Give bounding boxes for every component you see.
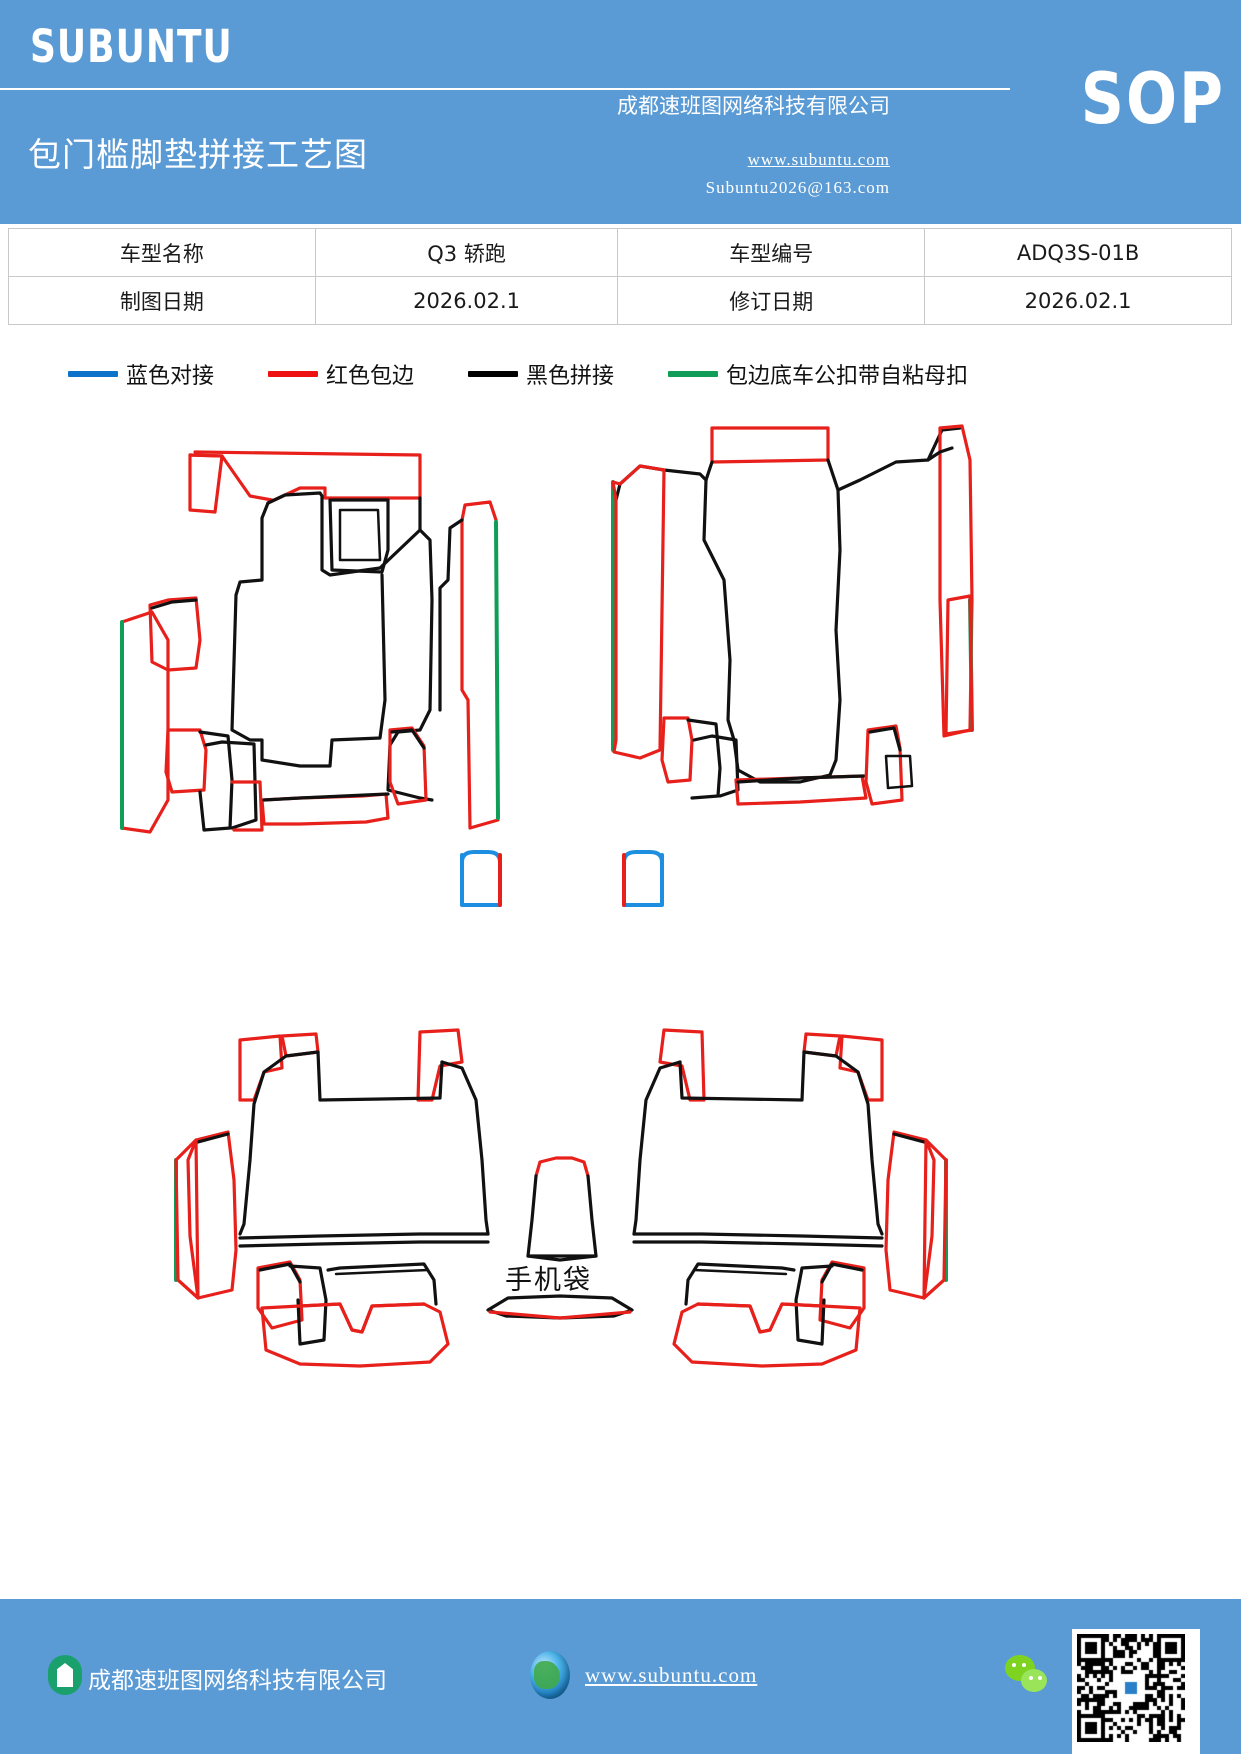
front-right-mat-group <box>611 424 974 806</box>
technical-drawing-area: 手机袋 <box>0 400 1241 1600</box>
cell-draw-date-value: 2026.02.1 <box>314 276 619 325</box>
legend-item-green: 包边底车公扣带自粘母扣 <box>668 358 968 390</box>
legend-label-blue: 蓝色对接 <box>126 364 215 389</box>
brand-logo: SUBUNTU <box>30 22 233 74</box>
table-row: 车型名称 Q3 轿跑 车型编号 ADQ3S-01B <box>8 228 1232 277</box>
cell-model-code-label: 车型编号 <box>617 228 926 277</box>
header-divider <box>0 88 1010 90</box>
phone-bag-label: 手机袋 <box>505 1265 592 1296</box>
footer-company-name: 成都速班图网络科技有限公司 <box>88 1668 387 1694</box>
page-header: SUBUNTU 成都速班图网络科技有限公司 包门槛脚垫拼接工艺图 www.sub… <box>0 0 1241 224</box>
legend: 蓝色对接 红色包边 黑色拼接 包边底车公扣带自粘母扣 <box>0 358 1241 398</box>
legend-label-black: 黑色拼接 <box>526 364 615 389</box>
phone-bag <box>460 850 664 907</box>
legend-swatch-green-icon <box>668 371 718 377</box>
page-title: 包门槛脚垫拼接工艺图 <box>28 135 368 174</box>
cell-model-code-value: ADQ3S-01B <box>924 228 1232 277</box>
cell-revision-date-label: 修订日期 <box>617 276 926 325</box>
footer-website-link[interactable]: www.subuntu.com <box>585 1663 758 1687</box>
rear-right-mat-group <box>632 1028 948 1368</box>
cell-model-name-label: 车型名称 <box>8 228 316 277</box>
cell-draw-date-label: 制图日期 <box>8 276 316 325</box>
legend-item-black: 黑色拼接 <box>468 358 614 390</box>
globe-icon <box>530 1651 570 1699</box>
cell-revision-date-value: 2026.02.1 <box>924 276 1232 325</box>
front-left-mat-group <box>120 450 500 834</box>
legend-item-red: 红色包边 <box>268 358 414 390</box>
legend-swatch-black-icon <box>468 371 518 377</box>
header-company-name: 成都速班图网络科技有限公司 <box>617 94 890 118</box>
vehicle-info-table: 车型名称 Q3 轿跑 车型编号 ADQ3S-01B 制图日期 2026.02.1… <box>8 228 1232 325</box>
cell-model-name-value: Q3 轿跑 <box>314 228 619 277</box>
header-email: Subuntu2026@163.com <box>705 178 890 197</box>
sop-badge: SOP <box>1080 58 1225 141</box>
page-footer: 成都速班图网络科技有限公司 www.subuntu.com <box>0 1599 1241 1757</box>
mat-pattern-svg <box>120 424 974 1368</box>
header-website-link[interactable]: www.subuntu.com <box>747 150 890 169</box>
table-row: 制图日期 2026.02.1 修订日期 2026.02.1 <box>8 276 1232 325</box>
wechat-icon <box>1005 1655 1051 1699</box>
rear-left-mat-group <box>174 1028 490 1368</box>
legend-swatch-red-icon <box>268 371 318 377</box>
legend-label-red: 红色包边 <box>326 364 415 389</box>
legend-label-green: 包边底车公扣带自粘母扣 <box>726 364 969 389</box>
rear-center-tunnel-mat <box>486 1156 634 1320</box>
building-icon <box>48 1655 82 1695</box>
qr-code <box>1072 1629 1200 1757</box>
legend-swatch-blue-icon <box>68 371 118 377</box>
legend-item-blue: 蓝色对接 <box>68 358 214 390</box>
